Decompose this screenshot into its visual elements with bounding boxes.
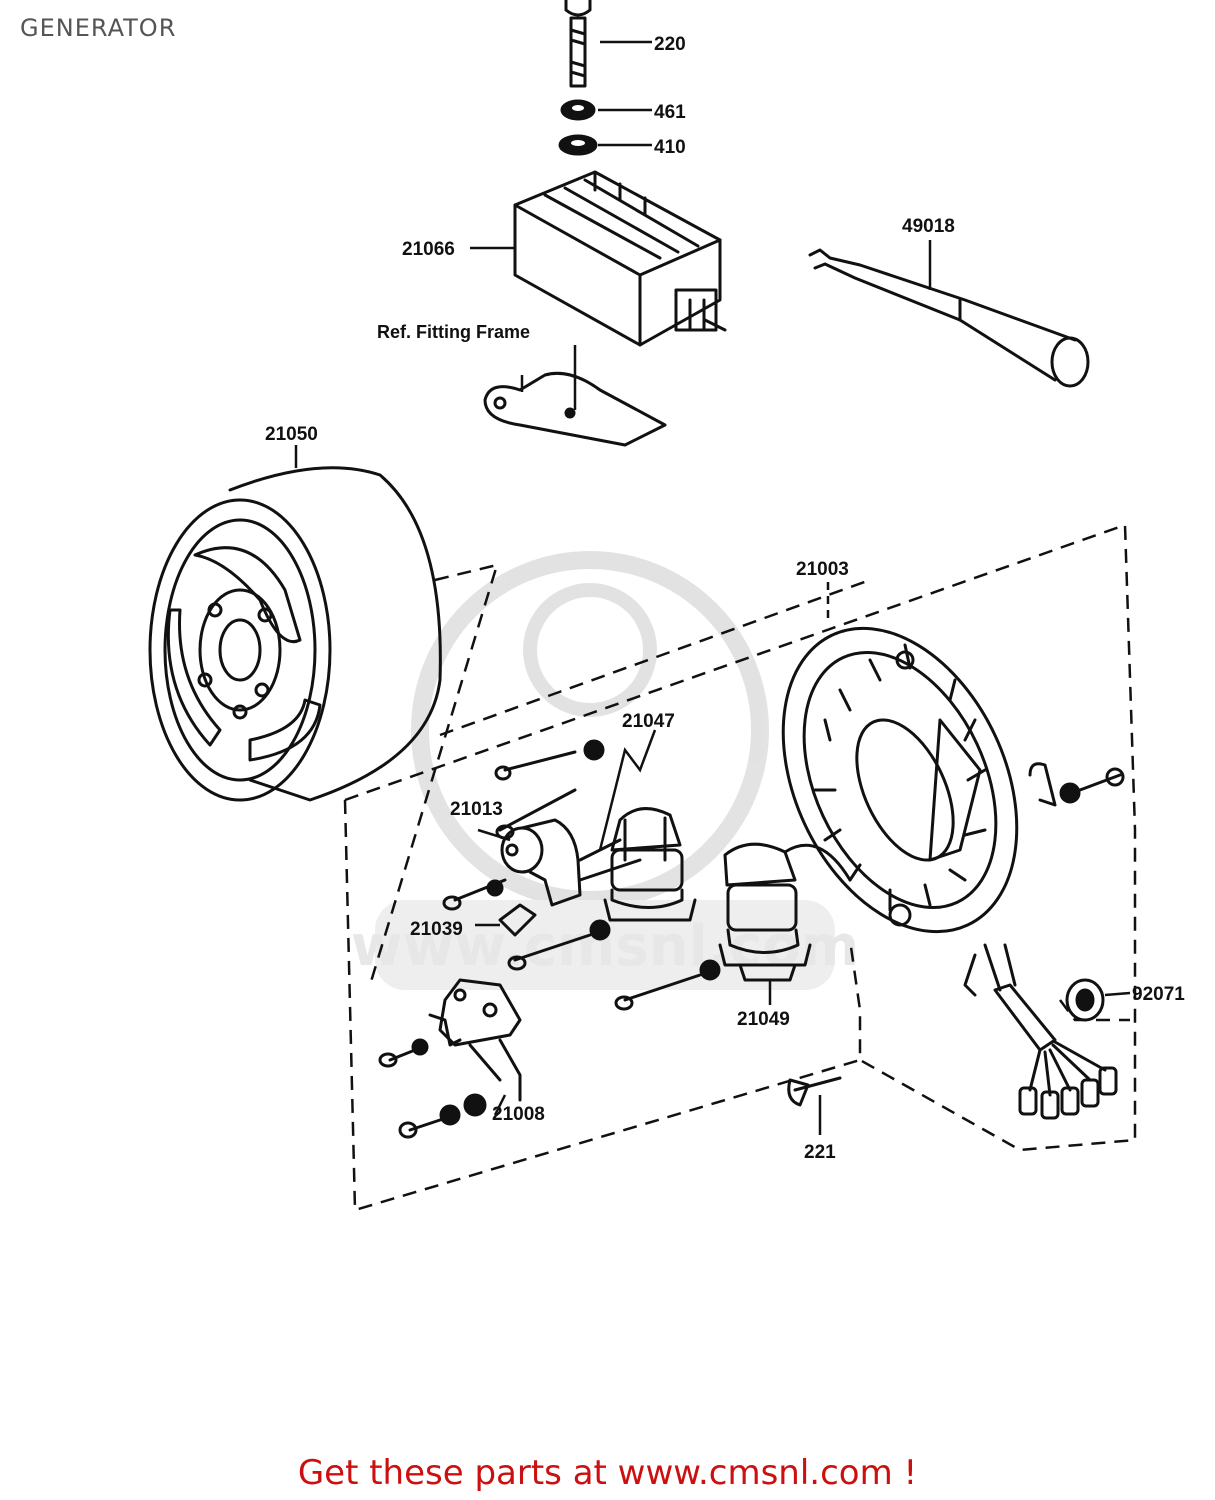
tool-49018	[808, 248, 1090, 388]
callout-92071: 92071	[1132, 984, 1185, 1005]
page-title: GENERATOR	[20, 14, 177, 42]
callout-21013: 21013	[450, 799, 503, 820]
callout-21008: 21008	[492, 1104, 545, 1125]
footer-promo-link[interactable]: Get these parts at www.cmsnl.com !	[297, 1453, 918, 1493]
leader-lines	[294, 40, 1131, 1135]
shim-21039	[498, 903, 537, 937]
callout-21039: 21039	[410, 919, 463, 940]
screw-set	[442, 739, 1125, 1011]
callout-461: 461	[654, 102, 686, 123]
wiring-harness	[963, 943, 1118, 1120]
regulator-rectifier-21066	[513, 170, 727, 347]
washer-410	[558, 134, 598, 156]
ignition-coil-21049	[718, 842, 852, 982]
callout-21066: 21066	[402, 239, 455, 260]
callout-221: 221	[804, 1142, 836, 1163]
callout-49018: 49018	[902, 216, 955, 237]
reference-note: Ref. Fitting Frame	[377, 322, 530, 342]
callout-21049: 21049	[737, 1009, 790, 1030]
callout-410: 410	[654, 137, 686, 158]
fitting-frame	[483, 371, 667, 447]
lock-washer-461	[560, 99, 596, 121]
wire-clip	[1028, 762, 1057, 807]
grommet-92071	[1065, 978, 1105, 1022]
rotor-21050	[148, 466, 442, 802]
charging-coil-21047	[603, 807, 697, 922]
callout-21047: 21047	[622, 711, 675, 732]
callout-21050: 21050	[265, 424, 318, 445]
stator-plate-21003	[781, 626, 1019, 934]
bolt-220	[564, 0, 592, 88]
callout-220: 220	[654, 34, 686, 55]
assembly-outline	[343, 523, 1137, 1212]
contact-breaker-21008	[378, 978, 522, 1139]
screw-221	[787, 1076, 842, 1107]
callout-21003: 21003	[796, 559, 849, 580]
pickup-coil-21013	[500, 818, 642, 907]
